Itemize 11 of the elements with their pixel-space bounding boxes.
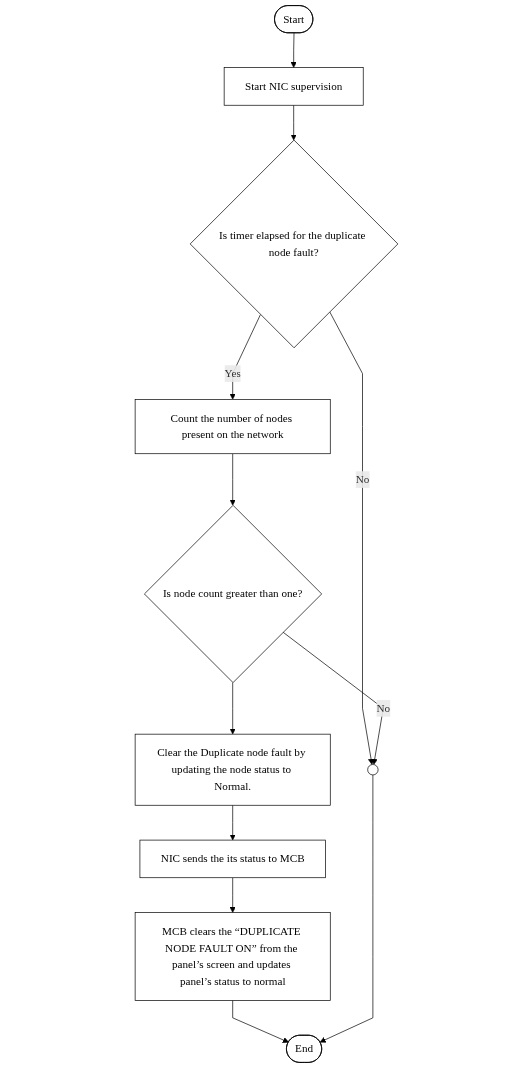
node-box: MCB clears the “DUPLICATE NODE FAULT ON” from the panel’s screen and updates panel’s status to normal	[134, 912, 331, 1001]
node-box: Clear the Duplicate node fault by updating the node status to Normal.	[134, 733, 331, 806]
edge-label: No	[375, 702, 390, 714]
node-diamond: Is timer elapsed for the duplicate node fault?	[189, 139, 398, 349]
node-diamond: Is node count greater than one?	[143, 504, 322, 683]
edge-label: Yes	[224, 367, 241, 380]
node-circle	[366, 764, 378, 776]
node-box: Start NIC supervision	[223, 67, 364, 106]
node-box: Count the number of nodes present on the network	[134, 399, 331, 455]
node-box: NIC sends the its status to MCB	[139, 839, 326, 879]
edge-label: No	[355, 473, 369, 486]
